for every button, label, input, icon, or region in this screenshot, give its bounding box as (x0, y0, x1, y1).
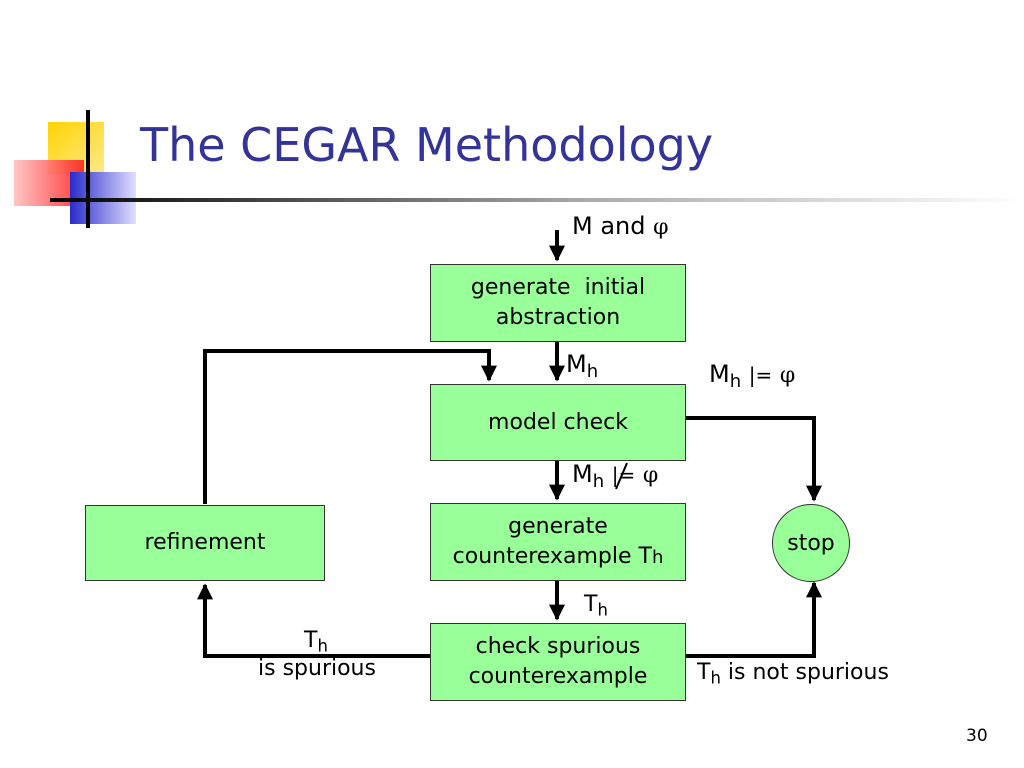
satisfies-label: Mh |= φ (709, 360, 795, 392)
subscript: h (592, 471, 605, 493)
arrow-check-to-refinement (197, 583, 430, 658)
mh-label: Mh (566, 350, 598, 382)
label-line-1: Th (258, 628, 398, 656)
model-check-box: model check (430, 384, 686, 461)
corner-squares-graphic (14, 110, 1024, 228)
input-label-text: M and (572, 212, 646, 240)
label-main: M (572, 460, 593, 488)
is-not-spurious-label: Th is not spurious (697, 660, 889, 688)
box-label: model check (488, 409, 628, 435)
is-spurious-label: Th is spurious (258, 628, 398, 681)
check-spurious-counterexample-box: check spurious counterexample (430, 623, 686, 701)
slide-title: The CEGAR Methodology (140, 118, 714, 172)
refinement-box: refinement (85, 505, 325, 581)
subscript: h (317, 636, 328, 656)
arrow-model-check-to-stop (686, 416, 822, 502)
generate-initial-abstraction-box: generate initial abstraction (430, 264, 686, 342)
page-number: 30 (966, 726, 988, 746)
box-line: counterexample (468, 664, 648, 689)
generate-counterexample-box: generate counterexample Th (430, 503, 686, 581)
box-line-2: counterexample Th (453, 542, 664, 573)
input-label: M and φ (572, 212, 669, 240)
label-text: is not spurious (727, 660, 889, 685)
box-line: generate (508, 513, 608, 539)
box-line: generate initial (470, 275, 646, 300)
label-line-2: is spurious (258, 655, 376, 681)
arrow-check-to-stop (686, 581, 822, 658)
operator-negated: |= (611, 462, 636, 490)
arrow-refinement-to-model-check (203, 349, 497, 504)
box-line: abstraction (495, 305, 621, 330)
negation-slash-icon (614, 462, 628, 490)
phi-symbol: φ (779, 363, 796, 388)
label-main: T (304, 628, 318, 653)
operator: |= (748, 363, 773, 387)
box-line: counterexample T (452, 543, 652, 569)
operator: |= (611, 463, 636, 487)
th-label: Th (584, 592, 608, 620)
label-main: M (709, 360, 730, 388)
phi-symbol: φ (653, 215, 669, 240)
phi-symbol: φ (642, 463, 659, 488)
label-main: T (584, 592, 598, 617)
subscript: h (597, 600, 608, 620)
subscript: h (651, 546, 664, 568)
label-main: T (697, 660, 711, 685)
subscript: h (729, 371, 742, 393)
subscript: h (586, 361, 599, 383)
box-label: refinement (144, 530, 266, 555)
not-satisfies-label: Mh |= φ (572, 460, 658, 492)
stop-circle: stop (772, 504, 850, 582)
label-main: M (566, 350, 587, 378)
box-line: check spurious (475, 634, 641, 659)
box-label: stop (787, 530, 835, 556)
subscript: h (710, 668, 721, 688)
